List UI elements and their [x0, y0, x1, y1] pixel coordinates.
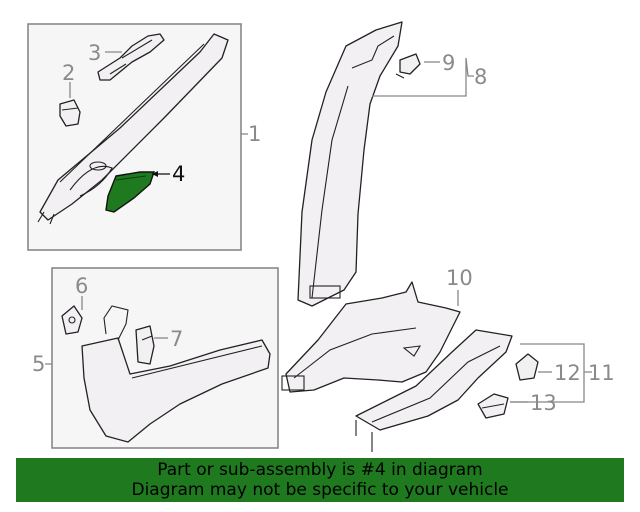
callout-13: 13	[530, 391, 557, 415]
callout-8: 8	[474, 65, 487, 89]
callout-12: 12	[554, 361, 581, 385]
b-pillar-trim-part-8[interactable]	[297, 21, 403, 307]
callout-11: 11	[588, 361, 615, 385]
leader-8	[372, 57, 474, 97]
clip-part-13[interactable]	[477, 393, 509, 419]
clip-part-12[interactable]	[515, 353, 539, 381]
callout-4: 4	[172, 162, 185, 186]
clip-part-6[interactable]	[61, 305, 83, 335]
clip-part-2[interactable]	[59, 99, 81, 127]
scuff-plate-trim[interactable]	[81, 305, 271, 443]
quarter-trim-part-10[interactable]	[281, 281, 461, 393]
grab-handle-part-3[interactable]	[97, 33, 165, 81]
info-banner: Part or sub-assembly is #4 in diagram Di…	[16, 458, 624, 502]
callout-10: 10	[446, 266, 473, 290]
callout-5: 5	[32, 352, 45, 376]
clip-part-7[interactable]	[135, 325, 155, 365]
callout-1: 1	[248, 122, 261, 146]
clip-part-9[interactable]	[395, 53, 421, 79]
leader-11	[510, 343, 592, 403]
callout-9: 9	[442, 51, 455, 75]
sill-trim-part-11[interactable]	[355, 329, 513, 452]
callout-7: 7	[170, 327, 183, 351]
arrow-4	[152, 171, 158, 177]
banner-line-1: Part or sub-assembly is #4 in diagram	[157, 460, 483, 480]
callout-6: 6	[75, 274, 88, 298]
banner-line-2: Diagram may not be specific to your vehi…	[131, 480, 509, 500]
callout-3: 3	[88, 41, 101, 65]
highlighted-part-4[interactable]	[105, 171, 155, 213]
callout-2: 2	[62, 61, 75, 85]
a-pillar-trim[interactable]	[37, 33, 229, 225]
parts-diagram: 1 2 3 4 5 6 7 8 9 10 11 12 13	[27, 21, 615, 452]
